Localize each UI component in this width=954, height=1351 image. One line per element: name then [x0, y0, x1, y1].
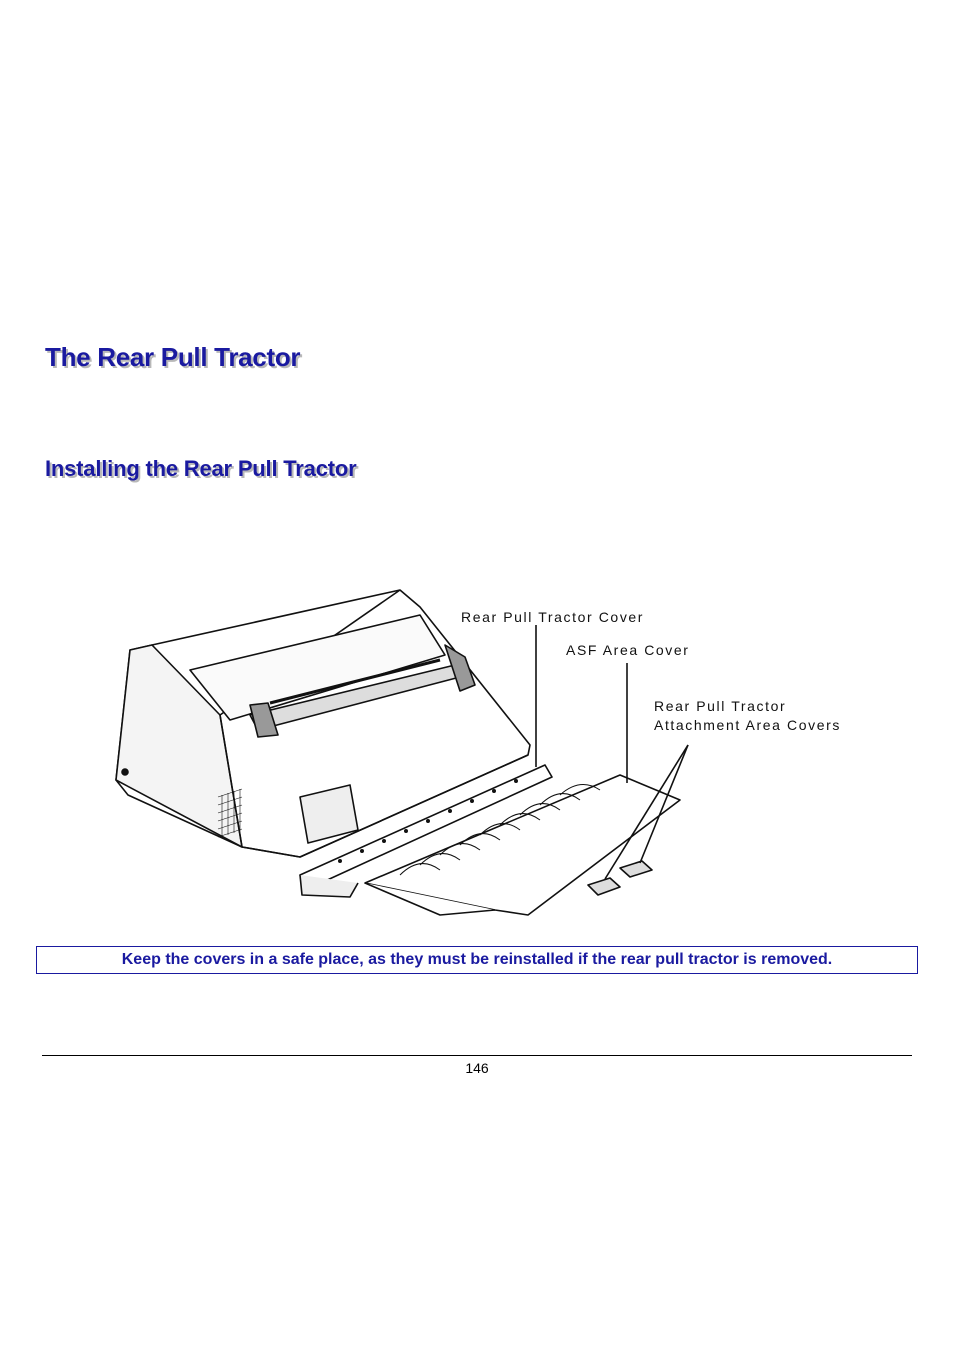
- note-text: Keep the covers in a safe place, as they…: [121, 951, 833, 968]
- printer-illustration: [100, 585, 860, 930]
- callout-attachment-covers-line1: Rear Pull Tractor: [654, 698, 787, 714]
- callout-asf-area-cover: ASF Area Cover: [566, 642, 690, 658]
- section-heading: Installing the Rear Pull Tractor: [45, 456, 357, 481]
- footer-divider: [42, 1055, 912, 1056]
- page-title: The Rear Pull Tractor: [45, 342, 301, 372]
- callout-attachment-covers-line2: Attachment Area Covers: [654, 717, 841, 733]
- callout-rear-pull-tractor-cover: Rear Pull Tractor Cover: [461, 609, 645, 625]
- printer-drawing: [115, 589, 689, 916]
- note-box: Keep the covers in a safe place, as they…: [36, 946, 918, 974]
- page-number: 146: [465, 1060, 489, 1076]
